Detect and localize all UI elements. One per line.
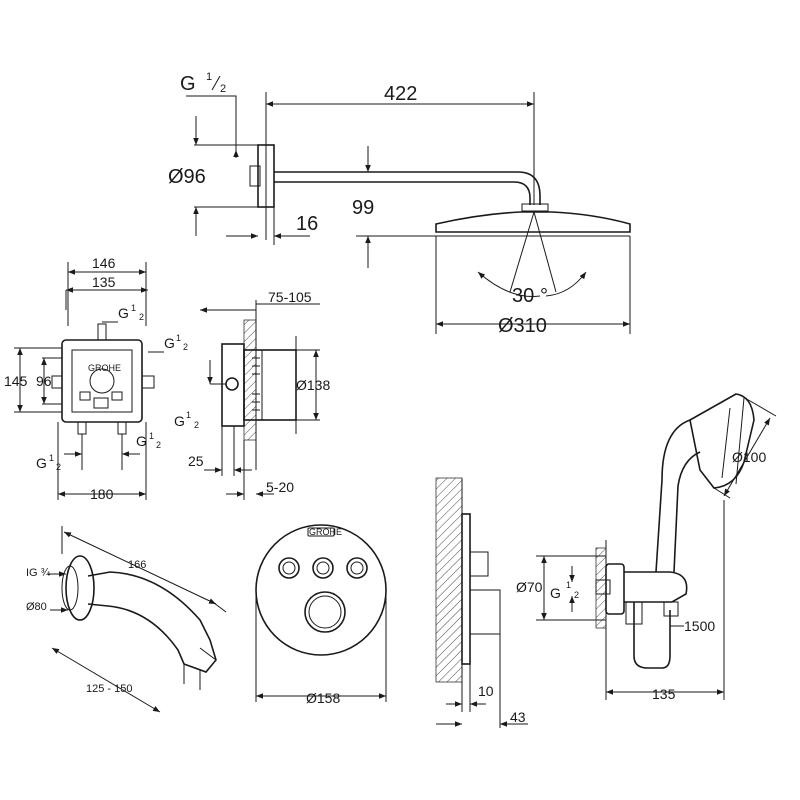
side-depth-range: 75-105	[268, 289, 312, 305]
spout-flange-dia: Ø80	[26, 601, 47, 613]
box-logo: GROHE	[88, 363, 121, 373]
side-thread: G	[174, 413, 185, 429]
control-logo: GROHE	[309, 527, 342, 537]
control-proj-large: 43	[510, 709, 526, 725]
tilt-unit: °	[540, 285, 548, 307]
outlet-dia: Ø70	[516, 579, 543, 595]
shower-thread-label: G	[180, 73, 196, 95]
hand-head-dia: Ø100	[732, 449, 766, 465]
outlet-button-3[interactable]	[346, 557, 368, 579]
holder-bracket	[624, 571, 688, 603]
control-plate-view: GROHE Ø158	[255, 524, 387, 706]
svg-text:2: 2	[574, 590, 579, 600]
spout-wall-range: 125 - 150	[86, 683, 132, 695]
svg-text:2: 2	[194, 420, 199, 430]
svg-text:2: 2	[183, 342, 188, 352]
arm-length-dim: 422	[384, 83, 417, 105]
control-plate-side	[461, 513, 471, 665]
control-dia: Ø158	[306, 690, 340, 706]
shower-head	[435, 211, 631, 233]
knob-knurl	[469, 589, 501, 635]
flange-dia-dim: Ø96	[168, 166, 206, 188]
box-thread-bl: G	[36, 455, 47, 471]
control-plate	[255, 524, 387, 656]
spout-view: 166 IG ¾ Ø80 125 - 150	[26, 526, 227, 713]
box-thread-br: G	[136, 433, 147, 449]
head-dia-dim: Ø310	[498, 315, 547, 337]
hose-length: 1500	[684, 618, 715, 634]
svg-text:1: 1	[186, 410, 191, 420]
side-depth-min: 25	[188, 453, 204, 469]
side-cover-range: 5-20	[266, 479, 294, 495]
svg-text:2: 2	[156, 440, 161, 450]
side-dia: Ø138	[296, 377, 330, 393]
hose	[633, 602, 671, 669]
wall-section-3	[595, 547, 607, 629]
box-thread-right: G	[164, 335, 175, 351]
box-width-outer: 146	[92, 255, 116, 271]
box-front-view: 146 135 GROHE G 1 2 G 1 2 145 96	[4, 255, 188, 502]
wall-section-2	[435, 477, 463, 683]
outlet-button-2[interactable]	[312, 557, 334, 579]
svg-text:1: 1	[131, 303, 136, 313]
shower-thread-den: 2	[220, 83, 226, 95]
shower-arm	[274, 171, 541, 205]
spout-body	[87, 571, 217, 673]
side-connector	[225, 377, 239, 391]
box-thread-top: G	[118, 305, 129, 321]
hand-projection: 135	[652, 686, 676, 702]
svg-text:2: 2	[139, 312, 144, 322]
control-proj-small: 10	[478, 683, 494, 699]
hand-thread: G	[550, 585, 561, 601]
svg-text:1: 1	[566, 580, 571, 590]
shower-thread-num: 1	[206, 71, 212, 83]
wall-gap-dim: 16	[296, 213, 318, 235]
box-bottom-width: 180	[90, 486, 114, 502]
spout-thread: IG ¾	[26, 567, 51, 579]
thermostat-knob[interactable]	[304, 591, 346, 633]
svg-text:1: 1	[149, 431, 154, 441]
shower-head-view: G 1 2 422 Ø96 16 99	[168, 71, 631, 337]
tilt-value: 30	[512, 285, 534, 307]
outlet-button-1[interactable]	[278, 557, 300, 579]
handle	[655, 419, 691, 573]
wall-outlet	[605, 563, 625, 615]
control-side-view: 10 43	[435, 477, 528, 728]
svg-text:2: 2	[56, 462, 61, 472]
box-side-view: 75-105 Ø138 G 1 2 25 5-20	[174, 289, 330, 500]
box-height-inner: 96	[36, 373, 52, 389]
spout-length-dim: 166	[128, 559, 146, 571]
install-box-front	[61, 339, 143, 423]
svg-text:1: 1	[49, 453, 54, 463]
drop-dim: 99	[352, 197, 374, 219]
wall-section	[243, 319, 257, 441]
svg-text:1: 1	[176, 333, 181, 343]
box-height-outer: 145	[4, 373, 28, 389]
box-width-inner: 135	[92, 274, 116, 290]
button-knurl	[469, 551, 489, 577]
hand-shower-view: Ø100 Ø70 G 1 2 1500 135	[516, 393, 777, 702]
